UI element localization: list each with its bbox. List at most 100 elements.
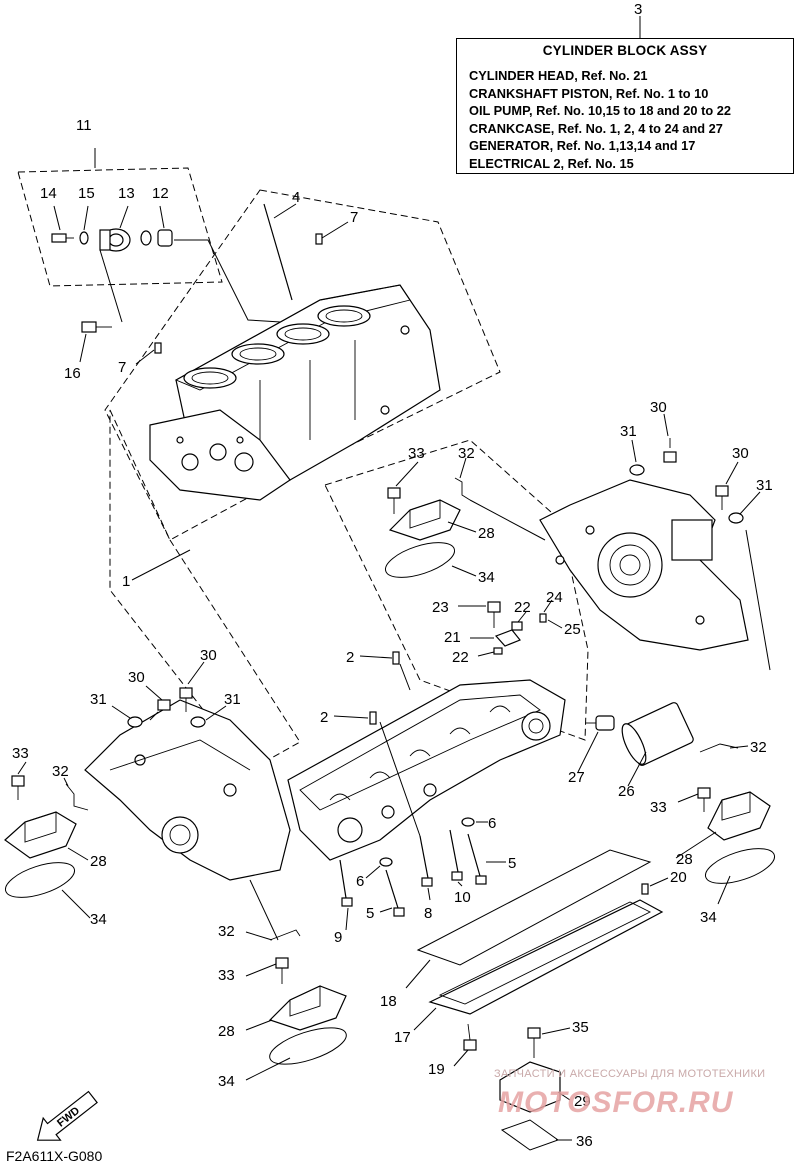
part-33-bolt-b <box>11 775 25 800</box>
part-2-dowel-b <box>369 711 377 725</box>
part-28-bracket-d <box>707 791 771 841</box>
part-28-bracket <box>388 499 461 541</box>
group-outline-head <box>109 409 301 771</box>
callout-29: 29 <box>574 1093 591 1110</box>
callout-12: 12 <box>152 185 169 202</box>
callout-6a: 6 <box>488 815 496 832</box>
callout-18: 18 <box>380 993 397 1010</box>
part-14-bolt <box>51 233 74 243</box>
part-5-bolt-b <box>385 869 405 917</box>
callout-34a: 34 <box>478 569 495 586</box>
callout-34b: 34 <box>90 911 107 928</box>
callout-17: 17 <box>394 1029 411 1046</box>
callout-36: 36 <box>576 1133 593 1150</box>
callout-28d: 28 <box>218 1023 235 1040</box>
callout-26: 26 <box>618 783 635 800</box>
callout-30d: 30 <box>128 669 145 686</box>
callout-30c: 30 <box>200 647 217 664</box>
callout-24: 24 <box>546 589 563 606</box>
part-6-washer-b <box>461 817 475 827</box>
callout-31b: 31 <box>756 477 773 494</box>
callout-10: 10 <box>454 889 471 906</box>
left-cover <box>84 699 291 881</box>
callout-34d: 34 <box>218 1073 235 1090</box>
part-4-stud <box>263 203 293 301</box>
part-2-dowel <box>392 651 400 665</box>
part-28-bracket-b <box>4 811 77 859</box>
part-33-bolt-d <box>697 787 711 812</box>
assembly-line: CRANKCASE, Ref. No. 1, 2, 4 to 24 and 27 <box>469 120 723 136</box>
callout-22b: 22 <box>452 649 469 666</box>
part-13-housing <box>99 228 131 252</box>
part-31-washer-c <box>127 716 143 728</box>
part-32-hose-d <box>699 743 739 753</box>
callout-32d: 32 <box>218 923 235 940</box>
part-22-clip-b <box>493 647 503 655</box>
fwd-arrow-icon: FWD <box>36 1090 98 1141</box>
callout-15: 15 <box>78 185 95 202</box>
callout-32a: 32 <box>458 445 475 462</box>
part-27-fitting <box>586 715 615 731</box>
callout-5b: 5 <box>366 905 374 922</box>
part-35-bolt <box>527 1027 541 1058</box>
assembly-reference-list: CYLINDER HEAD, Ref. No. 21 CRANKSHAFT PI… <box>469 67 731 172</box>
part-30-bolt-c <box>149 699 171 721</box>
part-21-fitting <box>494 629 521 647</box>
callout-34c: 34 <box>700 909 717 926</box>
callout-33b: 33 <box>12 745 29 762</box>
part-31-washer <box>629 464 645 476</box>
callout-30a: 30 <box>650 399 667 416</box>
assembly-line: CRANKSHAFT PISTON, Ref. No. 1 to 10 <box>469 85 709 101</box>
drawing-code: F2A611X-G080 <box>6 1148 103 1164</box>
part-12-plug <box>157 229 173 247</box>
part-15-washer <box>79 231 89 245</box>
callout-28a: 28 <box>478 525 495 542</box>
callout-23: 23 <box>432 599 449 616</box>
part-36-plate <box>500 1119 560 1151</box>
callout-33d: 33 <box>218 967 235 984</box>
part-10-bolt <box>449 829 463 881</box>
callout-31d: 31 <box>224 691 241 708</box>
part-23-bolt <box>487 601 501 628</box>
callout-14: 14 <box>40 185 57 202</box>
part-31-washer-b <box>728 512 744 524</box>
part-30-bolt-b <box>715 485 729 510</box>
callout-6b: 6 <box>356 873 364 890</box>
part-34-gasket-c <box>269 1027 347 1065</box>
assembly-line: CYLINDER HEAD, Ref. No. 21 <box>469 68 648 83</box>
callout-28b: 28 <box>90 853 107 870</box>
callout-13: 13 <box>118 185 135 202</box>
callout-31a: 31 <box>620 423 637 440</box>
part-34-gasket <box>384 542 456 578</box>
callout-8: 8 <box>424 905 432 922</box>
callout-27: 27 <box>568 769 585 786</box>
assembly-line: ELECTRICAL 2, Ref. No. 15 <box>469 155 634 171</box>
part-5-bolt <box>467 833 487 885</box>
callout-20: 20 <box>670 869 687 886</box>
assembly-reference-box: CYLINDER BLOCK ASSY CYLINDER HEAD, Ref. … <box>456 38 794 174</box>
callout-4: 4 <box>292 189 300 206</box>
part-34-gasket-b <box>4 862 76 898</box>
callout-9: 9 <box>334 929 342 946</box>
watermark-logo: MOTOSFOR.RU <box>498 1086 734 1119</box>
callout-7b: 7 <box>118 359 126 376</box>
part-30-bolt-d <box>179 687 193 712</box>
callout-21: 21 <box>444 629 461 646</box>
part-31-washer-d <box>190 716 206 728</box>
part-8-bolt <box>419 835 433 887</box>
callout-32b: 32 <box>52 763 69 780</box>
part-16-bolt <box>81 321 112 333</box>
callout-3: 3 <box>634 1 642 18</box>
callout-30b: 30 <box>732 445 749 462</box>
callout-31c: 31 <box>90 691 107 708</box>
part-28-bracket-c <box>268 985 347 1031</box>
group-outline-11 <box>17 167 223 287</box>
callout-2a: 2 <box>346 649 354 666</box>
callout-33c: 33 <box>650 799 667 816</box>
part-17-oil-pan <box>428 899 664 1015</box>
part-32-hose-b <box>65 783 89 811</box>
part-24-pin <box>539 613 547 623</box>
assembly-line: OIL PUMP, Ref. No. 10,15 to 18 and 20 to… <box>469 103 731 118</box>
part-30-bolt <box>663 438 677 463</box>
